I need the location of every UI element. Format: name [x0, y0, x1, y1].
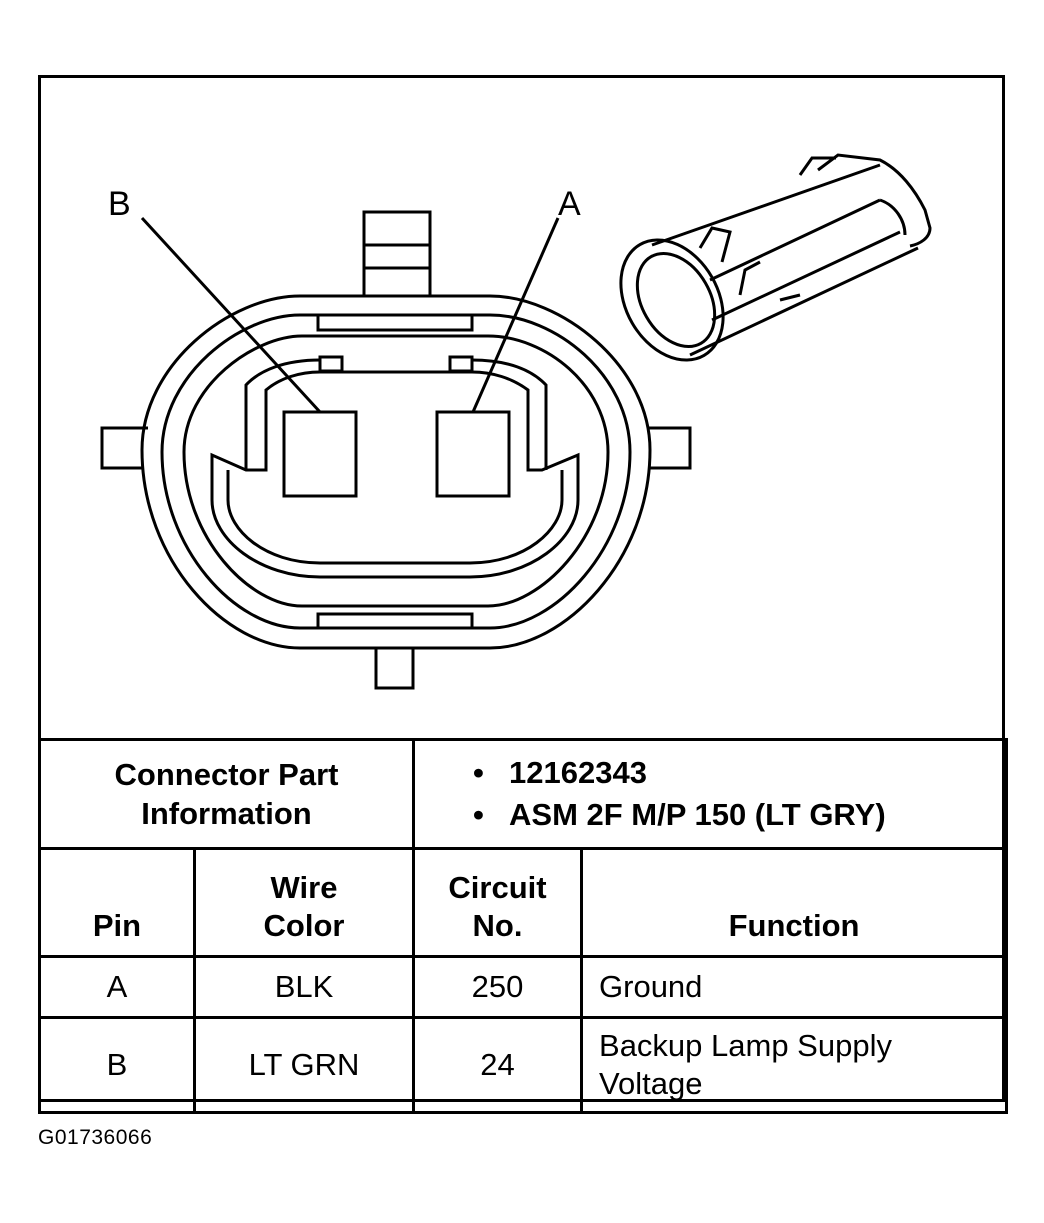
bottom-tab — [374, 648, 415, 690]
bullet-icon: • — [473, 755, 484, 790]
figure-id: G01736066 — [38, 1126, 153, 1149]
pin-b-leader — [140, 216, 322, 414]
connector-part-label: Connector Part Information — [37, 738, 416, 850]
mating-connector-illustration — [619, 153, 932, 362]
pin-a-leader — [471, 217, 560, 413]
cell-wire-color: LT GRN — [192, 1016, 416, 1114]
top-latch-tab — [362, 210, 432, 296]
connector-outer-shell — [140, 294, 652, 650]
header-function: Function — [580, 847, 1009, 958]
pin-b-terminal — [282, 410, 358, 498]
bullet-icon: • — [473, 797, 484, 832]
part-number-item: •12162343 — [473, 752, 1005, 794]
part-description-item: •ASM 2F M/P 150 (LT GRY) — [473, 794, 1005, 836]
right-side-tab — [648, 426, 692, 470]
cell-pin: B — [38, 1016, 196, 1114]
connector-part-values: •12162343 •ASM 2F M/P 150 (LT GRY) — [412, 738, 1009, 850]
part-label-line2: Information — [141, 796, 312, 831]
pin-b-label: B — [108, 185, 131, 223]
connector-info-table: Connector Part Information •12162343 •AS… — [37, 738, 1009, 1114]
cell-wire-color: BLK — [192, 955, 416, 1019]
cell-circuit: 24 — [412, 1016, 584, 1114]
connector-ring — [160, 313, 632, 630]
part-label-line1: Connector Part — [114, 757, 339, 792]
left-side-tab — [100, 426, 148, 470]
pin-a-label: A — [558, 185, 581, 223]
header-pin: Pin — [38, 847, 196, 958]
cell-function: Ground — [580, 955, 1009, 1019]
connector-diagram: B A — [100, 153, 932, 690]
inner-cavity — [210, 370, 580, 579]
cell-pin: A — [38, 955, 196, 1019]
table-row: A BLK 250 Ground — [38, 955, 1009, 1019]
cell-circuit: 250 — [412, 955, 584, 1019]
pin-a-terminal — [435, 410, 511, 498]
